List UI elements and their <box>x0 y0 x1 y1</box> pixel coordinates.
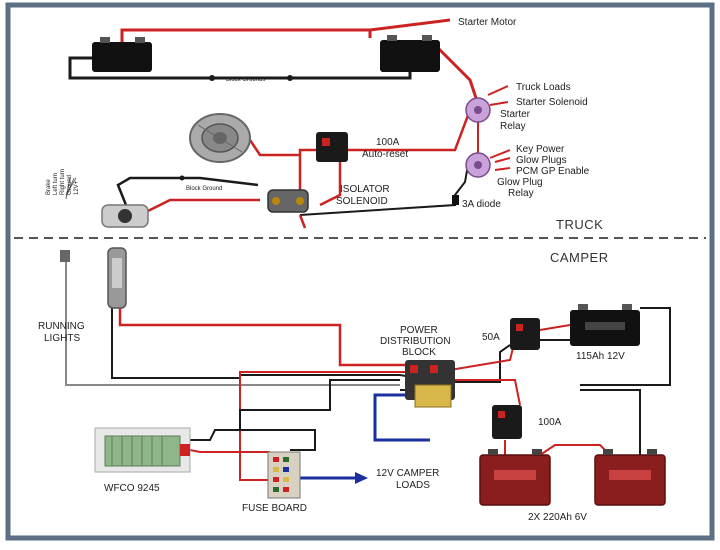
label-battery-115: 115Ah 12V <box>576 351 625 362</box>
wire-black-wfco <box>190 429 316 451</box>
fuse-board <box>267 451 301 499</box>
wire-red-starter-motor <box>369 18 451 32</box>
running-lights-connector <box>60 250 70 262</box>
wire-grey-running-lights <box>65 250 400 386</box>
label-autoreset-1: 100A <box>376 137 400 148</box>
plug-pin-3: Ground <box>67 175 73 195</box>
label-fuse-board: FUSE BOARD <box>242 503 307 514</box>
section-camper: CAMPER <box>550 250 609 265</box>
plug-pin-1: Left turn <box>53 173 59 195</box>
wfco-converter <box>94 427 191 473</box>
breaker-50a <box>510 318 540 350</box>
section-truck: TRUCK <box>556 217 603 232</box>
trailer-plug <box>101 204 149 228</box>
label-starter-motor: Starter Motor <box>458 17 517 28</box>
label-running-1: RUNNING <box>38 321 85 332</box>
battery-115ah <box>570 304 640 346</box>
wire-red-truck-loads <box>487 85 509 96</box>
label-wfco: WFCO 9245 <box>104 483 160 494</box>
label-glow-plugs: Glow Plugs <box>516 155 567 166</box>
wire-black-block-ground <box>116 176 259 211</box>
label-pdb-3: BLOCK <box>402 347 436 358</box>
camper-cable-plug <box>107 247 127 309</box>
wire-black-battery-loop <box>68 56 412 80</box>
wire-black-pdb-fuseboard <box>239 379 400 430</box>
wire-red-glow-plugs <box>494 157 511 163</box>
isolator-solenoid <box>267 189 309 213</box>
wire-red-pdb-fuseboard <box>239 371 410 481</box>
wire-red-isolator-down <box>298 214 307 229</box>
wire-red-plug-isolator <box>139 198 260 217</box>
glow-plug-relay <box>465 152 491 178</box>
wire-blue-camper-loads <box>373 393 430 442</box>
label-starter-relay-2: Relay <box>500 121 526 132</box>
breaker-100a <box>492 405 522 439</box>
label-camper-loads-1: 12V CAMPER <box>376 468 439 479</box>
label-running-2: LIGHTS <box>44 333 80 344</box>
label-battery-6v: 2X 220Ah 6V <box>528 512 587 523</box>
truck-battery-left <box>92 37 152 72</box>
label-pcm-gp: PCM GP Enable <box>516 166 590 177</box>
wire-red-pcm <box>494 167 511 171</box>
starter-relay <box>465 97 491 123</box>
ground-point-left <box>209 75 215 81</box>
label-block-grounds: Block Grounds <box>226 77 265 83</box>
diode <box>452 195 459 205</box>
label-fuse-50a: 50A <box>482 332 500 343</box>
label-starter-solenoid: Starter Solenoid <box>516 97 588 108</box>
label-isolator-2: SOLENOID <box>336 196 388 207</box>
label-pdb-2: DISTRIBUTION <box>380 336 451 347</box>
plug-pin-2: Right turn <box>60 169 66 195</box>
wire-red-alternator <box>248 139 300 157</box>
battery-6v-right <box>594 449 666 506</box>
label-diode: 3A diode <box>462 199 501 210</box>
plug-pin-legend: Brake Left turn Right turn Ground 12V+ <box>46 169 80 200</box>
breaker-100a-autoreset <box>316 132 348 162</box>
power-distribution-block <box>405 360 455 408</box>
label-fuse-100a: 100A <box>538 417 562 428</box>
label-pdb-1: POWER <box>400 325 438 336</box>
label-isolator-1: ISOLATOR <box>340 184 390 195</box>
label-key-power: Key Power <box>516 144 565 155</box>
ground-point-right <box>287 75 293 81</box>
wire-red-key-power <box>489 149 511 159</box>
wire-red-to-isolator <box>298 109 472 192</box>
label-glow-relay-1: Glow Plug <box>497 177 543 188</box>
plug-pin-4: 12V+ <box>74 180 80 195</box>
truck-battery-right <box>380 35 440 72</box>
label-block-ground: Block Ground <box>186 186 222 192</box>
wire-red-battery-top <box>120 28 372 42</box>
label-autoreset-2: Auto-reset <box>362 149 408 160</box>
wire-red-pdb-100a <box>450 379 521 406</box>
arrow-camper-loads <box>355 472 368 484</box>
plug-pin-0: Brake <box>46 179 52 195</box>
wire-red-starter-solenoid <box>489 101 509 106</box>
label-glow-relay-2: Relay <box>508 188 534 199</box>
wire-red-wfco <box>189 449 270 453</box>
wire-red-plug-pdb <box>118 305 410 367</box>
label-truck-loads: Truck Loads <box>516 82 571 93</box>
label-starter-relay-1: Starter <box>500 109 531 120</box>
wire-red-50a-battery <box>539 324 571 331</box>
alternator <box>189 113 251 163</box>
battery-6v-left <box>479 449 551 506</box>
label-camper-loads-2: LOADS <box>396 480 430 491</box>
block-ground-point <box>179 175 185 181</box>
wire-black-115ah <box>540 307 671 386</box>
